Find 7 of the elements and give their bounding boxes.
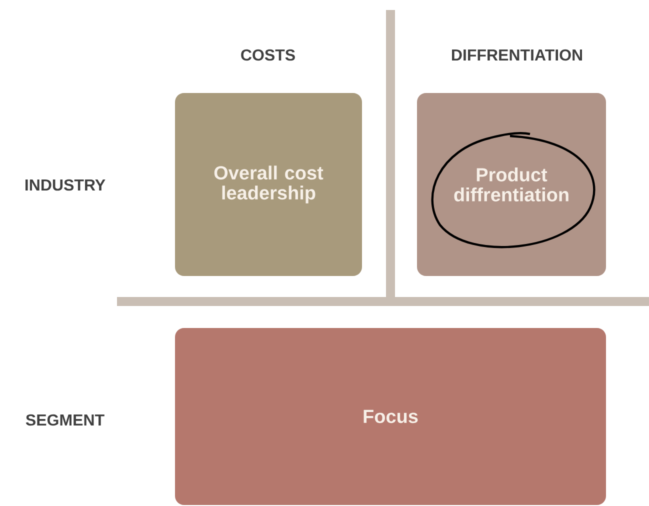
axis-label: INDUSTRY bbox=[25, 179, 106, 191]
strategy-box: Overall cost leadership bbox=[175, 93, 362, 276]
axis-label: DIFFRENTIATION bbox=[452, 49, 582, 61]
strategy-box: Focus bbox=[175, 328, 606, 505]
axis-label: SEGMENT bbox=[26, 414, 104, 426]
axis-label: COSTS bbox=[241, 49, 295, 61]
strategy-box: Product diffrentiation bbox=[417, 93, 606, 276]
